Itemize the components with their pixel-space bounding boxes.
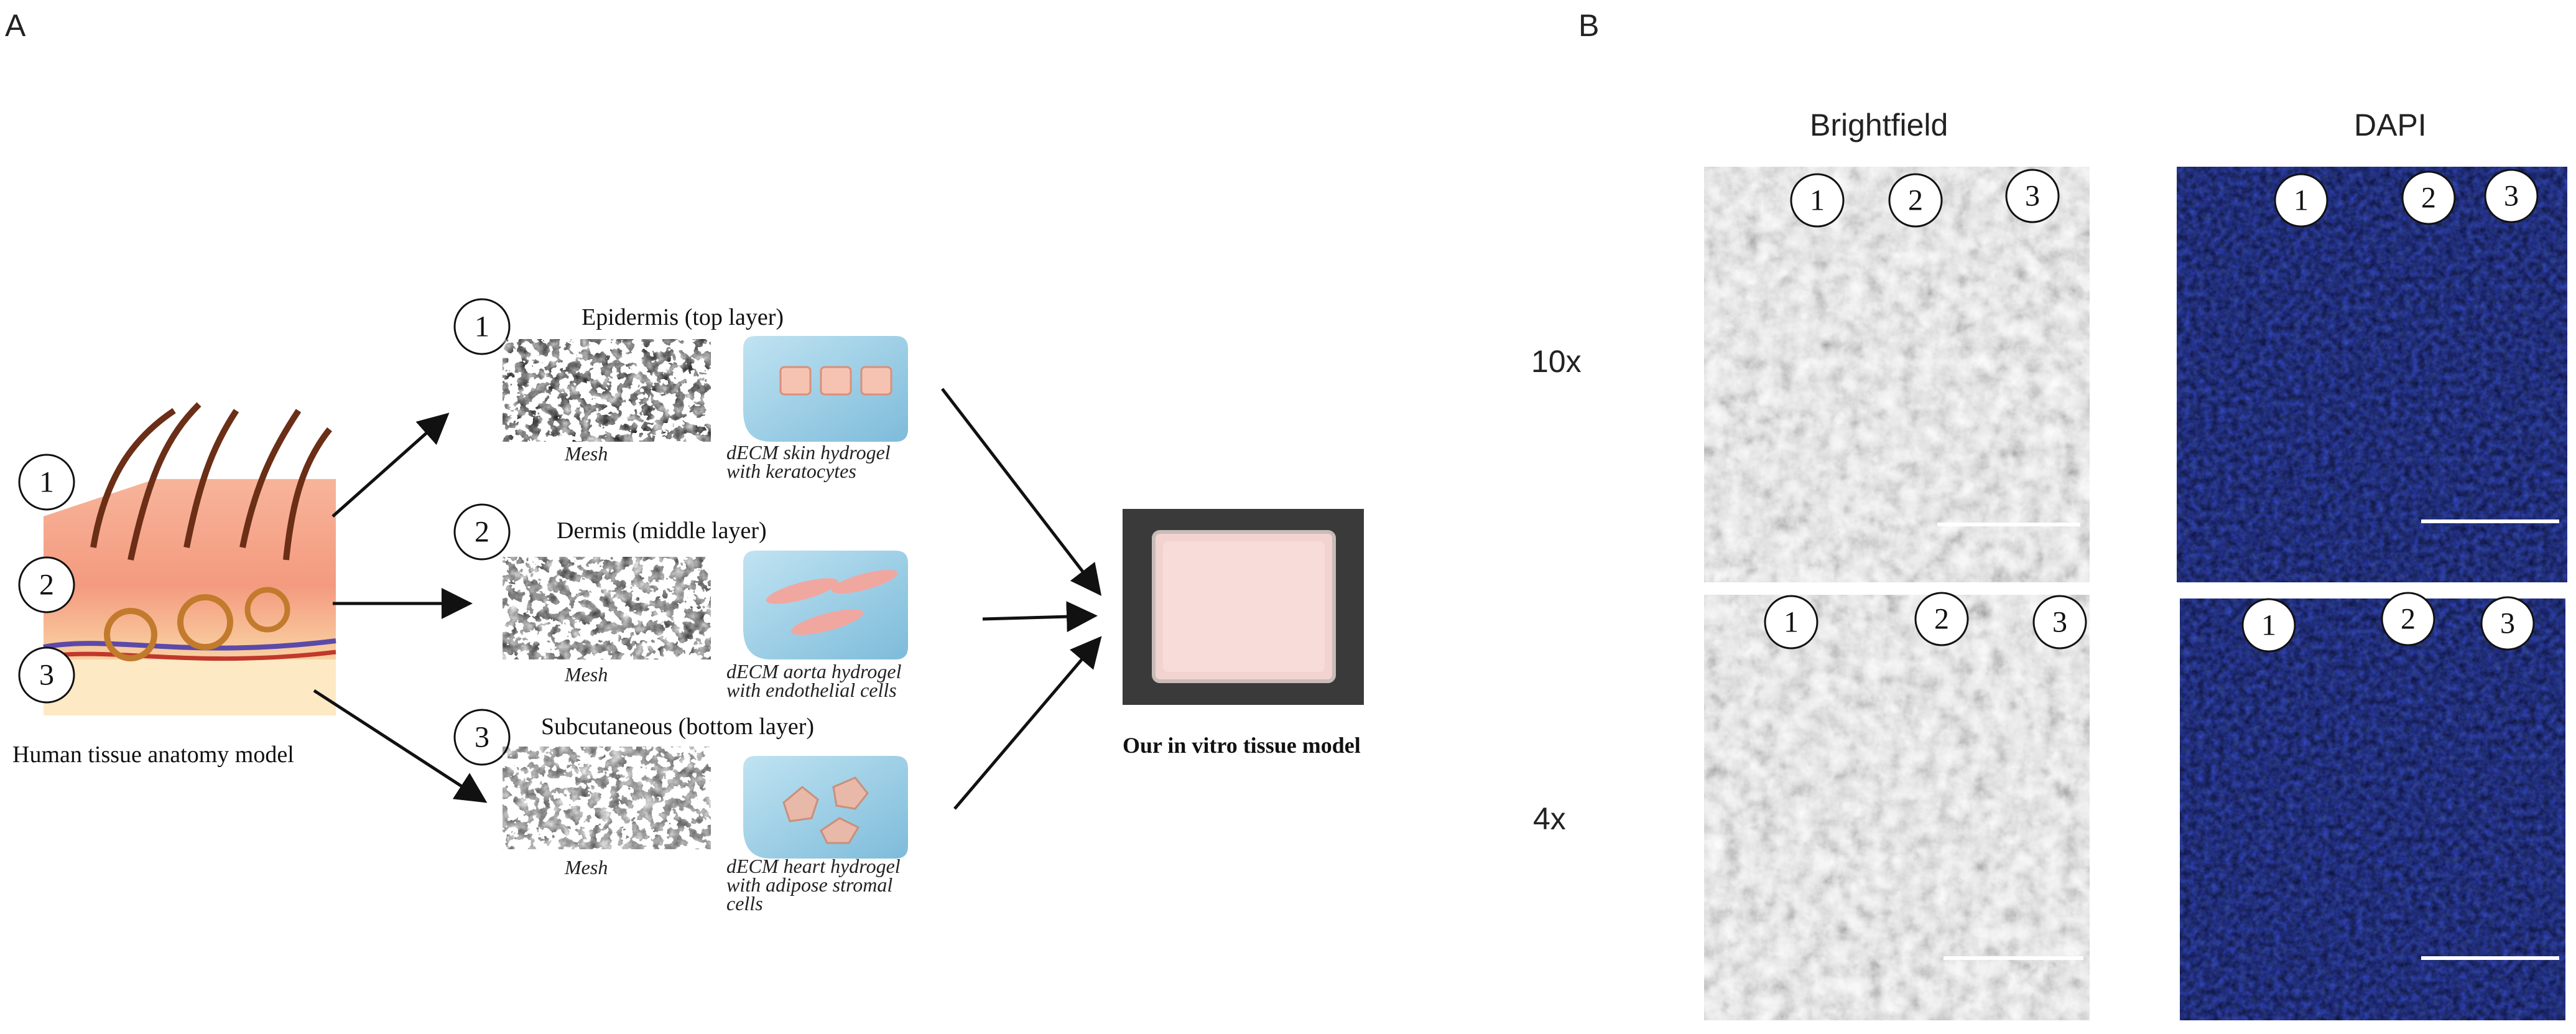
layer-marker-1: 1 <box>453 298 511 355</box>
micrograph-brightfield-10x <box>1704 167 2090 582</box>
row-label-4x: 4x <box>1533 801 1566 836</box>
bf10-marker-2: 2 <box>1888 173 1943 228</box>
arrow-dermis-to-model <box>982 601 1098 633</box>
layer-title: Subcutaneous (bottom layer) <box>541 714 814 740</box>
svg-text:2: 2 <box>1934 603 1949 636</box>
layer-title: Dermis (middle layer) <box>557 518 767 544</box>
svg-text:3: 3 <box>39 659 54 692</box>
mesh-label: Mesh <box>564 442 608 465</box>
bf10-marker-3: 3 <box>2005 169 2060 223</box>
hydrogel-caption-line1: dECM skin hydrogel <box>726 441 891 463</box>
anatomy-marker-1: 1 <box>18 454 75 511</box>
svg-text:1: 1 <box>1784 606 1799 639</box>
hydrogel-illustration <box>743 551 908 659</box>
anatomy-marker-3: 3 <box>18 646 75 704</box>
hydrogel-caption-line1: dECM aorta hydrogel <box>726 660 902 682</box>
tissue-model-photo <box>1123 509 1364 705</box>
dapi10-marker-2: 2 <box>2401 170 2456 225</box>
svg-text:3: 3 <box>2052 606 2067 639</box>
hydrogel-illustration <box>743 336 908 442</box>
svg-text:3: 3 <box>2504 180 2519 213</box>
hydrogel-caption-line1: dECM heart hydrogel <box>726 855 901 877</box>
dapi4-marker-1: 1 <box>2241 598 2296 653</box>
bf4-marker-3: 3 <box>2032 595 2087 650</box>
svg-text:1: 1 <box>475 310 489 343</box>
hydrogel-caption-line2: with adipose stromal <box>726 873 892 896</box>
mesh-label: Mesh <box>564 663 608 686</box>
panel-a-label: A <box>5 8 26 43</box>
column-header-dapi: DAPI <box>2354 108 2427 142</box>
mesh-image <box>503 557 711 659</box>
hydrogel-caption-line2: with keratocytes <box>726 460 856 482</box>
svg-text:1: 1 <box>1810 184 1825 217</box>
micrograph-dapi-10x <box>2177 167 2567 582</box>
svg-text:1: 1 <box>2294 184 2309 217</box>
hydrogel-illustration <box>743 756 908 859</box>
column-header-brightfield: Brightfield <box>1810 108 1948 142</box>
svg-text:3: 3 <box>2500 607 2515 640</box>
arrow-to-subcutaneous <box>313 689 488 803</box>
svg-text:2: 2 <box>2401 603 2416 636</box>
skin-anatomy-illustration <box>43 402 336 715</box>
anatomy-marker-2: 2 <box>18 556 75 613</box>
model-caption: Our in vitro tissue model <box>1123 733 1361 758</box>
dapi4-marker-2: 2 <box>2381 592 2435 646</box>
layer-marker-2: 2 <box>453 503 511 561</box>
svg-text:2: 2 <box>475 516 489 549</box>
svg-text:2: 2 <box>1908 184 1923 217</box>
svg-text:1: 1 <box>2261 609 2276 642</box>
arrow-epidermis-to-model <box>941 388 1102 596</box>
svg-text:2: 2 <box>2421 182 2436 215</box>
row-label-10x: 10x <box>1531 344 1582 379</box>
dapi10-marker-1: 1 <box>2274 173 2328 228</box>
layer-dermis: 2 Dermis (middle layer) Mesh dECM aorta … <box>453 503 908 701</box>
dapi10-marker-3: 3 <box>2484 169 2539 223</box>
hydrogel-caption-line2: with endothelial cells <box>726 679 897 701</box>
mesh-image <box>503 339 711 442</box>
svg-text:1: 1 <box>39 466 54 499</box>
micrograph-brightfield-4x <box>1704 595 2090 1020</box>
mesh-label: Mesh <box>564 856 608 878</box>
micrograph-dapi-4x <box>2180 599 2565 1020</box>
layer-marker-3: 3 <box>453 709 511 766</box>
svg-text:2: 2 <box>39 569 54 602</box>
svg-text:3: 3 <box>2025 180 2040 213</box>
arrow-to-epidermis <box>331 412 450 518</box>
dapi4-marker-3: 3 <box>2480 596 2535 651</box>
bf10-marker-1: 1 <box>1790 173 1845 228</box>
anatomy-caption: Human tissue anatomy model <box>12 742 294 768</box>
arrow-subcutaneous-to-model <box>953 636 1102 810</box>
layer-title: Epidermis (top layer) <box>581 304 784 330</box>
bf4-marker-2: 2 <box>1914 592 1969 646</box>
svg-text:3: 3 <box>475 721 489 754</box>
hydrogel-caption-line3: cells <box>726 892 763 915</box>
mesh-image <box>503 747 711 849</box>
layer-subcutaneous: 3 Subcutaneous (bottom layer) Mesh dECM … <box>453 709 908 915</box>
layer-epidermis: 1 Epidermis (top layer) Mesh dECM skin h… <box>453 298 908 482</box>
panel-b-label: B <box>1578 8 1599 43</box>
bf4-marker-1: 1 <box>1764 595 1818 650</box>
